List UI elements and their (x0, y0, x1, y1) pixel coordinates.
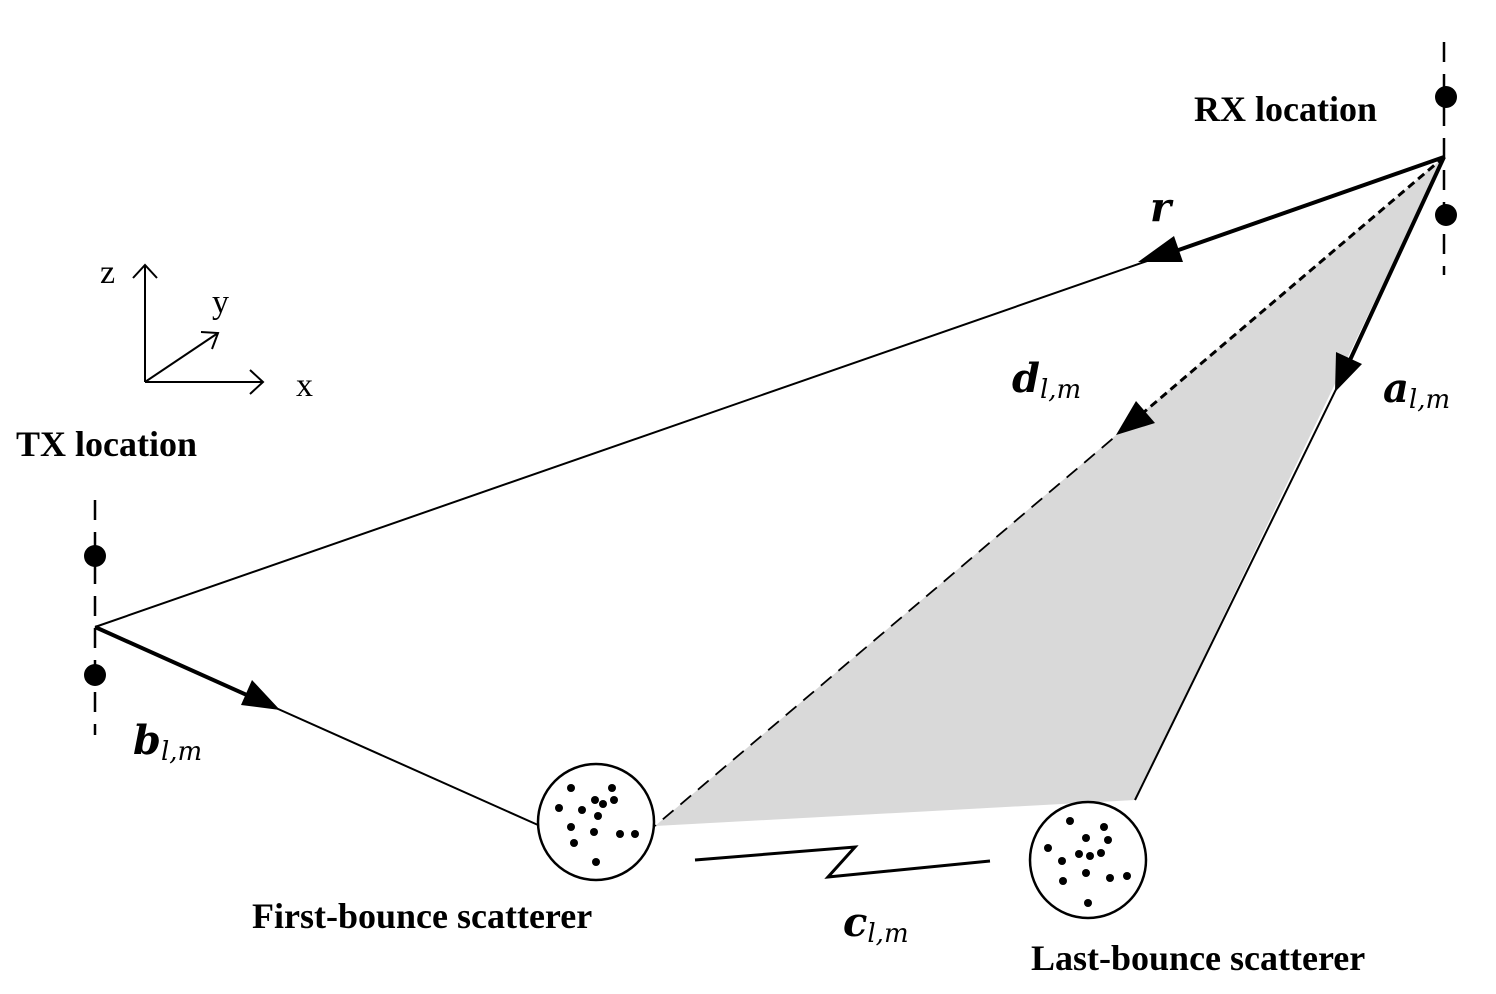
scatterer-link-zigzag (694, 845, 991, 879)
vector-r-arrowhead (1138, 236, 1183, 262)
axis-label-x: x (296, 367, 313, 404)
first-bounce-scatterer (536, 762, 656, 882)
vector-a-arrowhead (1335, 352, 1362, 392)
rx-antenna-element-2 (1435, 204, 1457, 226)
rx-location-label: RX location (1194, 89, 1377, 129)
last-bounce-scatterer (1028, 800, 1148, 920)
vector-a-label: al,m (1383, 365, 1450, 415)
rx-antenna-element-1 (1435, 86, 1457, 108)
last-scatterer-label: Last-bounce scatterer (1031, 938, 1365, 978)
vector-c-label: cl,m (843, 899, 909, 949)
axis-label-z: z (100, 254, 115, 291)
vector-r (94, 155, 1445, 628)
axis-label-y: y (212, 284, 229, 321)
vector-b-label: bl,m (133, 717, 202, 767)
coordinate-axes (132, 263, 265, 395)
vector-d (654, 155, 1445, 827)
tx-antenna-array (84, 500, 106, 735)
vector-a (1134, 156, 1446, 801)
vector-b (94, 625, 539, 826)
rx-antenna-array (1435, 42, 1457, 275)
vector-d-arrowhead (1116, 401, 1155, 435)
vector-d-label: dl,m (1012, 355, 1081, 405)
tx-antenna-element-1 (84, 545, 106, 567)
vector-r-label: r (1150, 184, 1174, 231)
tx-antenna-element-2 (84, 664, 106, 686)
first-scatterer-label: First-bounce scatterer (252, 896, 592, 936)
vector-b-arrowhead (241, 680, 280, 710)
tx-location-label: TX location (16, 424, 197, 464)
